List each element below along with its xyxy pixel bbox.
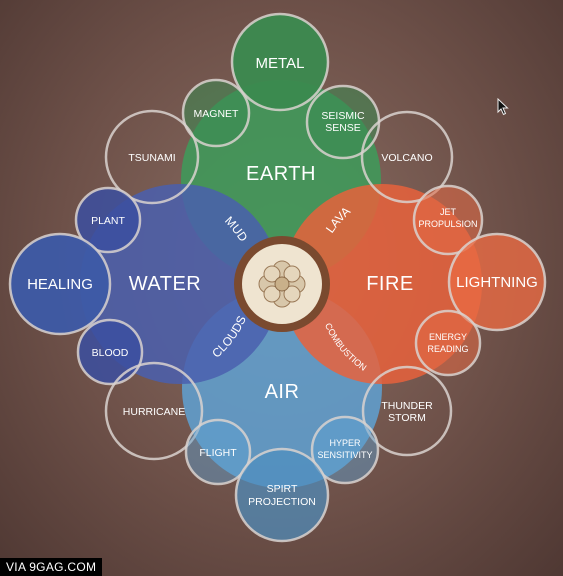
volcano-circle [360, 110, 454, 204]
plant-circle [74, 186, 142, 254]
hyper-label-1: HYPER [329, 438, 361, 448]
air-label: AIR [265, 381, 300, 403]
volcano-label: VOLCANO [381, 152, 432, 164]
sub-skill-circles [8, 12, 547, 543]
hurricane-circle [104, 361, 204, 461]
hurricane-label: HURRICANE [123, 406, 185, 418]
magnet-label: MAGNET [194, 108, 240, 120]
earth-label: EARTH [246, 163, 316, 185]
seismic-label-2: SENSE [325, 122, 361, 134]
plant-label: PLANT [91, 215, 125, 227]
blood-circle [76, 318, 144, 386]
thunder-label-1: THUNDER [381, 400, 433, 412]
thunder-circle [361, 365, 453, 457]
jet-label-1: JET [440, 207, 457, 217]
tsunami-circle [104, 109, 200, 205]
metal-label: METAL [256, 55, 305, 72]
thunder-label-2: STORM [388, 412, 426, 424]
energy-circle [414, 309, 482, 377]
fire-label: FIRE [366, 273, 414, 295]
healing-label: HEALING [27, 276, 93, 293]
water-label: WATER [129, 273, 202, 295]
hyper-label-2: SENSITIVITY [317, 450, 372, 460]
spirit-label-2: PROJECTION [248, 496, 316, 508]
flight-circle [184, 418, 252, 486]
lightning-circle [447, 232, 547, 332]
healing-circle [8, 232, 112, 336]
spirit-circle [234, 447, 330, 543]
flight-label: FLIGHT [199, 447, 237, 459]
blood-label: BLOOD [92, 347, 129, 359]
energy-label-2: READING [427, 344, 468, 354]
watermark: VIA 9GAG.COM [0, 558, 103, 576]
mouse-cursor-icon [497, 98, 509, 116]
lotus-tile-icon [234, 236, 330, 332]
spirit-label-1: SPIRT [267, 483, 298, 495]
hyper-circle [310, 415, 380, 485]
seismic-label-1: SEISMIC [321, 110, 365, 122]
metal-circle [230, 12, 330, 112]
energy-label-1: ENERGY [429, 332, 467, 342]
tsunami-label: TSUNAMI [128, 152, 175, 164]
jet-label-2: PROPULSION [418, 219, 477, 229]
jet-circle [412, 184, 484, 256]
lightning-label: LIGHTNING [456, 274, 538, 291]
magnet-circle [181, 78, 251, 148]
